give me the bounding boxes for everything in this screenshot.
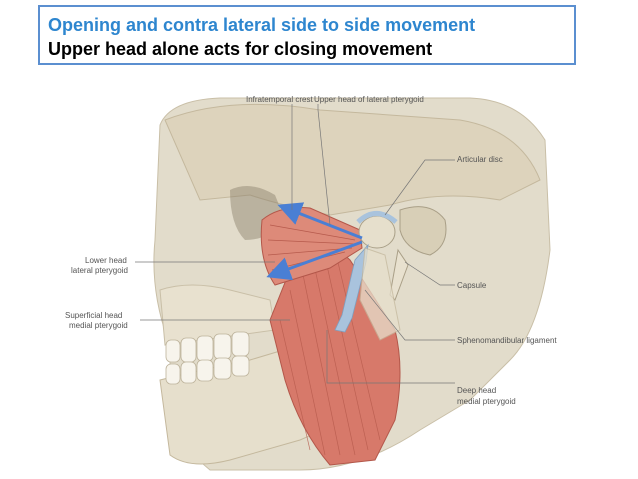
label-infratemporal-crest: Infratemporal crest <box>246 95 313 104</box>
label-deep-head: Deep head <box>457 386 496 395</box>
upper-head-arrow <box>277 202 363 240</box>
title-line-closing: Upper head alone acts for closing moveme… <box>48 39 433 59</box>
title-line-opening: Opening and contra lateral side to side … <box>48 15 476 35</box>
label-lower-head: Lower head <box>85 256 127 265</box>
label-capsule: Capsule <box>457 281 487 290</box>
label-superficial-head-medial-pterygoid: medial pterygoid <box>69 321 128 330</box>
temporal-bone <box>399 206 447 256</box>
lower-teeth <box>165 355 250 385</box>
upper-teeth <box>165 331 250 363</box>
mandible-ramus <box>359 247 401 341</box>
leader-lines <box>135 104 455 384</box>
label-sphenomandibular-ligament: Sphenomandibular ligament <box>457 336 557 345</box>
label-superficial-head: Superficial head <box>65 311 122 320</box>
label-upper-head-lateral-pterygoid: Upper head of lateral pterygoid <box>314 95 424 104</box>
title-box: Opening and contra lateral side to side … <box>38 5 576 65</box>
muscle-fibers <box>279 251 381 456</box>
label-lower-head-lateral-pterygoid: lateral pterygoid <box>71 266 128 275</box>
articular-disc <box>356 211 398 224</box>
styloid-process <box>389 248 409 301</box>
label-deep-head-medial-pterygoid: medial pterygoid <box>457 397 516 406</box>
mandibular-condyle <box>358 215 396 249</box>
lower-head-arrow <box>266 240 363 281</box>
label-articular-disc: Articular disc <box>457 155 503 164</box>
